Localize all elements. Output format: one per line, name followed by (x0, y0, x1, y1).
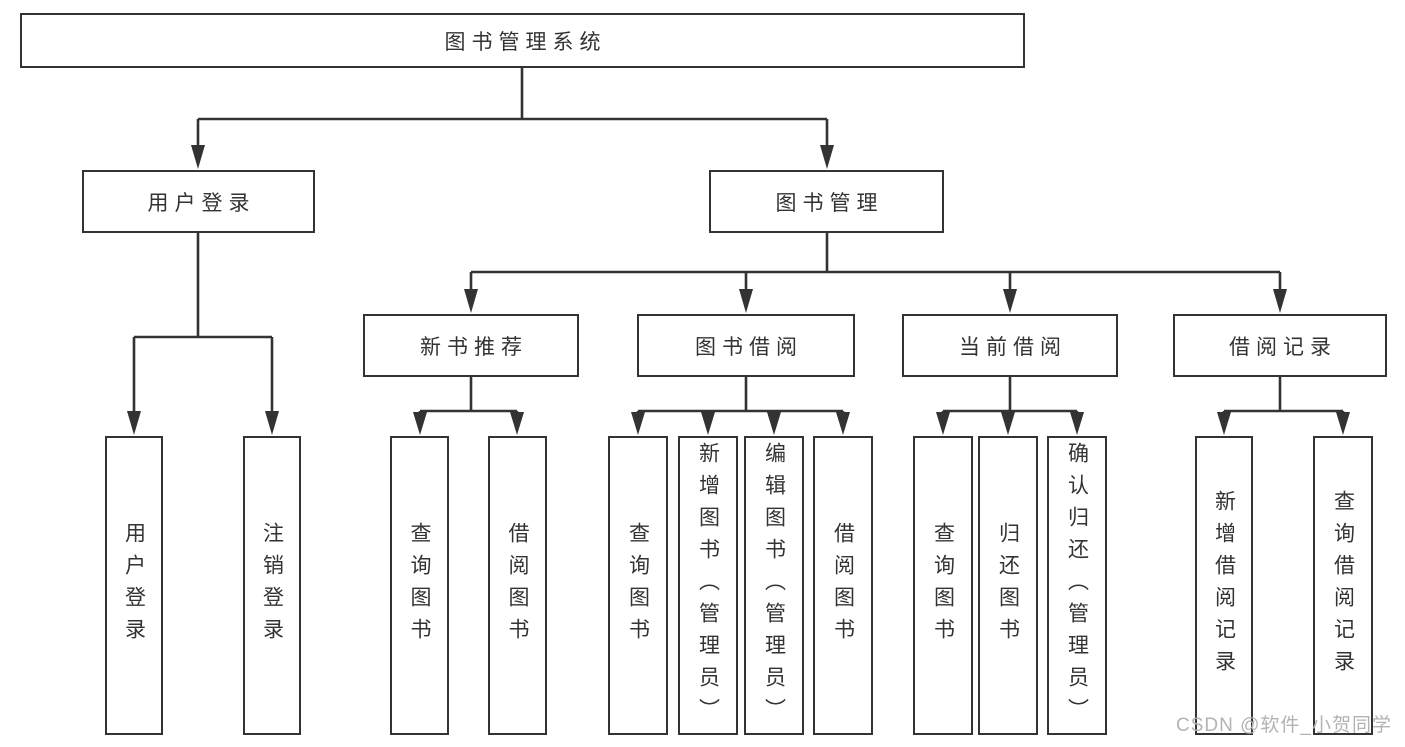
arrowhead (701, 412, 715, 435)
arrowhead (1070, 412, 1084, 435)
arrowhead (936, 412, 950, 435)
connector-new-book-recommendation-to-leaves (413, 377, 524, 435)
leaf-bb-query-books: 查询图书 (608, 436, 668, 735)
arrowhead (820, 145, 834, 169)
leaf-nbr-borrow-books-label: 借阅图书 (506, 521, 529, 650)
leaf-bb-borrow-books-label: 借阅图书 (831, 521, 855, 650)
connector-book-borrowing-to-leaves (631, 377, 850, 435)
leaf-logout: 注销登录 (243, 436, 301, 735)
node-root: 图书管理系统 (20, 13, 1025, 68)
leaf-cb-confirm-return-admin: 确认归还（管理员） (1047, 436, 1107, 735)
leaf-user-login: 用户登录 (105, 436, 163, 735)
node-current-borrowing: 当前借阅 (902, 314, 1118, 377)
connector-current-borrowing-to-leaves (936, 377, 1084, 435)
connector-line (132, 233, 274, 412)
arrowhead (739, 289, 753, 313)
connector-book-management-to-level3 (464, 233, 1287, 313)
node-borrowing-records-label: 借阅记录 (1229, 335, 1337, 359)
connector-line (418, 377, 519, 414)
node-book-management-label: 图书管理 (775, 191, 884, 215)
connector-line (196, 68, 829, 147)
leaf-cb-query-books: 查询图书 (913, 436, 973, 735)
leaf-br-add-record-label: 新增借阅记录 (1212, 489, 1236, 682)
connector-line (636, 377, 845, 414)
node-book-borrowing-label: 图书借阅 (695, 335, 803, 359)
arrowhead (767, 412, 781, 435)
leaf-cb-return-books: 归还图书 (978, 436, 1038, 735)
leaf-br-query-record-label: 查询借阅记录 (1331, 489, 1355, 682)
node-root-label: 图书管理系统 (444, 30, 607, 54)
leaf-user-login-label: 用户登录 (122, 521, 146, 650)
arrowhead (191, 145, 205, 169)
leaf-br-query-record: 查询借阅记录 (1313, 436, 1373, 735)
connector-user-login-to-leaves (127, 233, 279, 435)
arrowhead (413, 412, 427, 435)
leaf-bb-edit-books-admin-label: 编辑图书（管理员） (762, 441, 786, 730)
leaf-nbr-borrow-books: 借阅图书 (488, 436, 547, 735)
leaf-nbr-query-books: 查询图书 (390, 436, 449, 735)
node-borrowing-records: 借阅记录 (1173, 314, 1387, 377)
node-user-login: 用户登录 (82, 170, 315, 233)
leaf-br-add-record: 新增借阅记录 (1195, 436, 1253, 735)
leaf-bb-edit-books-admin: 编辑图书（管理员） (744, 436, 804, 735)
arrowhead (631, 412, 645, 435)
leaf-cb-return-books-label: 归还图书 (996, 521, 1020, 650)
arrowhead (836, 412, 850, 435)
arrowhead (1217, 412, 1231, 435)
connector-line (1222, 377, 1345, 414)
connector-line (469, 233, 1282, 290)
arrowhead (510, 412, 524, 435)
leaf-cb-confirm-return-admin-label: 确认归还（管理员） (1065, 441, 1089, 730)
connector-borrowing-records-to-leaves (1217, 377, 1350, 435)
connector-root-to-level2 (191, 68, 834, 169)
arrowhead (464, 289, 478, 313)
node-new-book-recommendation-label: 新书推荐 (420, 335, 528, 359)
arrowhead (1003, 289, 1017, 313)
arrowhead (1273, 289, 1287, 313)
connector-line (941, 377, 1079, 414)
node-book-management: 图书管理 (709, 170, 944, 233)
node-user-login-label: 用户登录 (147, 191, 256, 215)
arrowhead (265, 411, 279, 435)
leaf-bb-query-books-label: 查询图书 (626, 521, 650, 650)
leaf-bb-add-books-admin-label: 新增图书（管理员） (696, 441, 720, 730)
node-current-borrowing-label: 当前借阅 (959, 335, 1067, 359)
arrowhead (127, 411, 141, 435)
leaf-bb-borrow-books: 借阅图书 (813, 436, 873, 735)
leaf-nbr-query-books-label: 查询图书 (408, 521, 431, 650)
leaf-logout-label: 注销登录 (260, 521, 284, 650)
node-new-book-recommendation: 新书推荐 (363, 314, 579, 377)
arrowhead (1001, 412, 1015, 435)
leaf-bb-add-books-admin: 新增图书（管理员） (678, 436, 738, 735)
leaf-cb-query-books-label: 查询图书 (931, 521, 955, 650)
csdn-watermark: CSDN @软件_小贺同学 (1176, 715, 1392, 736)
arrowhead (1336, 412, 1350, 435)
node-book-borrowing: 图书借阅 (637, 314, 855, 377)
